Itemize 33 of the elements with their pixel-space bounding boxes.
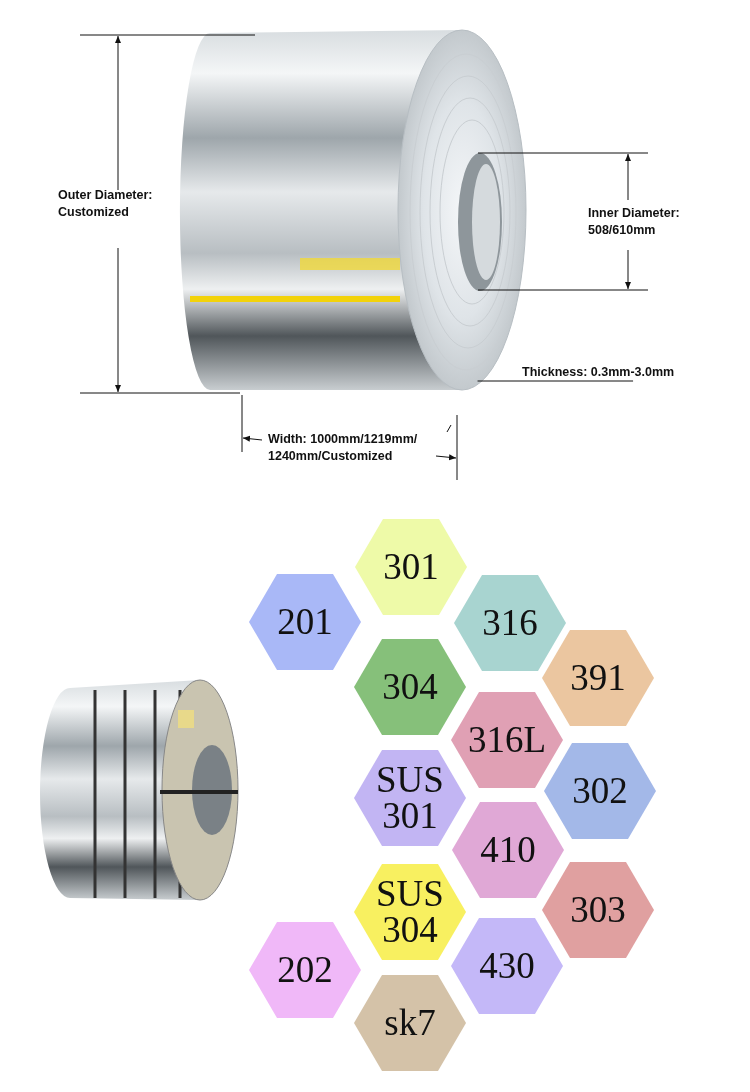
grade-number: sk7 — [383, 1005, 437, 1041]
grade-hexagon — [354, 639, 466, 735]
grade-hexagon — [355, 519, 467, 615]
grade-hexagon — [544, 743, 656, 839]
grade-hexagon — [354, 975, 466, 1071]
grade-number: 430 — [478, 948, 536, 984]
grade-hexagon — [249, 922, 361, 1018]
grade-number: 301 — [382, 549, 440, 585]
dimension-label: Outer Diameter: Customized — [58, 187, 154, 221]
grade-number: 201 — [276, 604, 334, 640]
grade-hexagon — [542, 862, 654, 958]
grade-hexagon — [354, 864, 466, 960]
grade-number: 316 — [481, 605, 539, 641]
grade-number: 410 — [479, 832, 537, 868]
dimension-label: Thickness: 0.3mm-3.0mm — [522, 364, 675, 381]
grade-number: 391 — [569, 660, 627, 696]
grade-hexagon — [354, 750, 466, 846]
grade-number: 316L — [466, 722, 548, 758]
grade-number: 304 — [381, 669, 439, 705]
dimension-label: Width: 1000mm/1219mm/ 1240mm/Customized — [268, 431, 419, 465]
grade-hexagon — [454, 575, 566, 671]
leader-line — [477, 380, 634, 382]
grade-number: SUS 304 — [375, 876, 445, 948]
grade-hexagon — [542, 630, 654, 726]
grade-number: 202 — [276, 952, 334, 988]
grade-number: SUS 301 — [375, 762, 445, 834]
dimension-label: Inner Diameter: 508/610mm — [588, 205, 681, 239]
grade-number: 302 — [571, 773, 629, 809]
grade-hexagon — [249, 574, 361, 670]
grade-hexagon — [451, 918, 563, 1014]
grade-hexagon — [451, 692, 563, 788]
grade-hexagon — [452, 802, 564, 898]
grade-number: 303 — [569, 892, 627, 928]
